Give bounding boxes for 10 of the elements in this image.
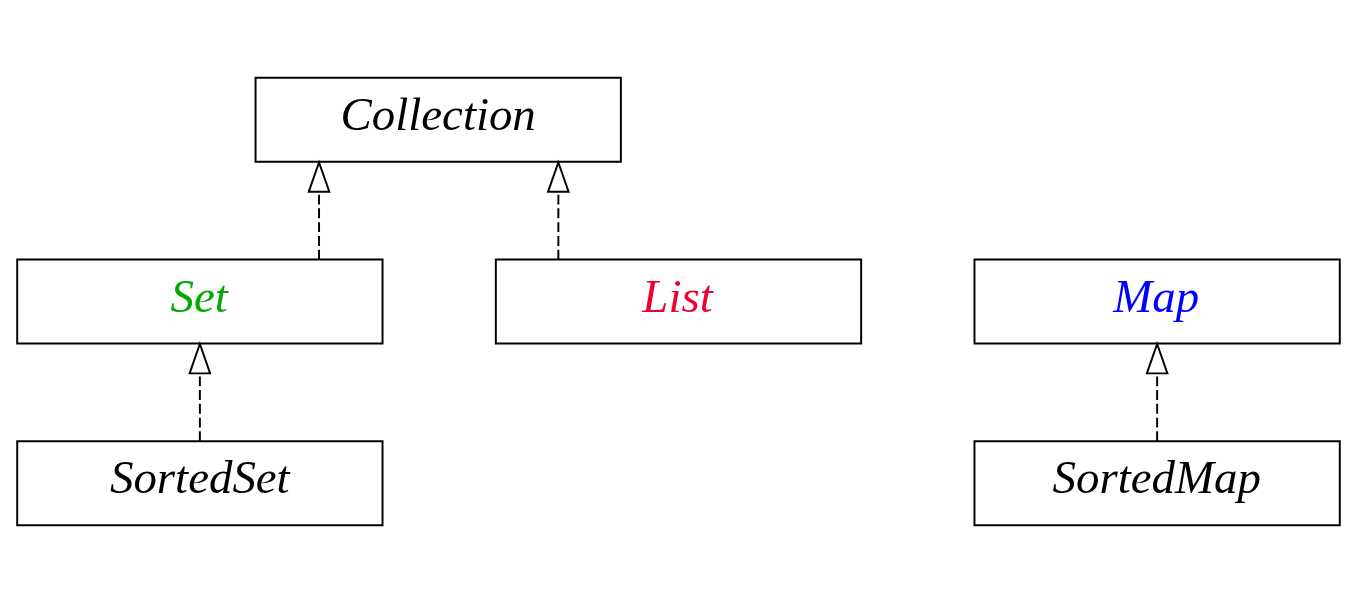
- node-box: List: [494, 258, 863, 344]
- arrow: [1145, 340, 1169, 442]
- node-box: SortedSet: [16, 439, 384, 526]
- arrow: [546, 158, 570, 260]
- arrow: [307, 158, 331, 260]
- arrow: [188, 340, 212, 442]
- node-box: Set: [16, 258, 384, 344]
- node-box: Collection: [254, 76, 622, 163]
- node-box: SortedMap: [973, 439, 1341, 526]
- node-box: Map: [973, 258, 1341, 344]
